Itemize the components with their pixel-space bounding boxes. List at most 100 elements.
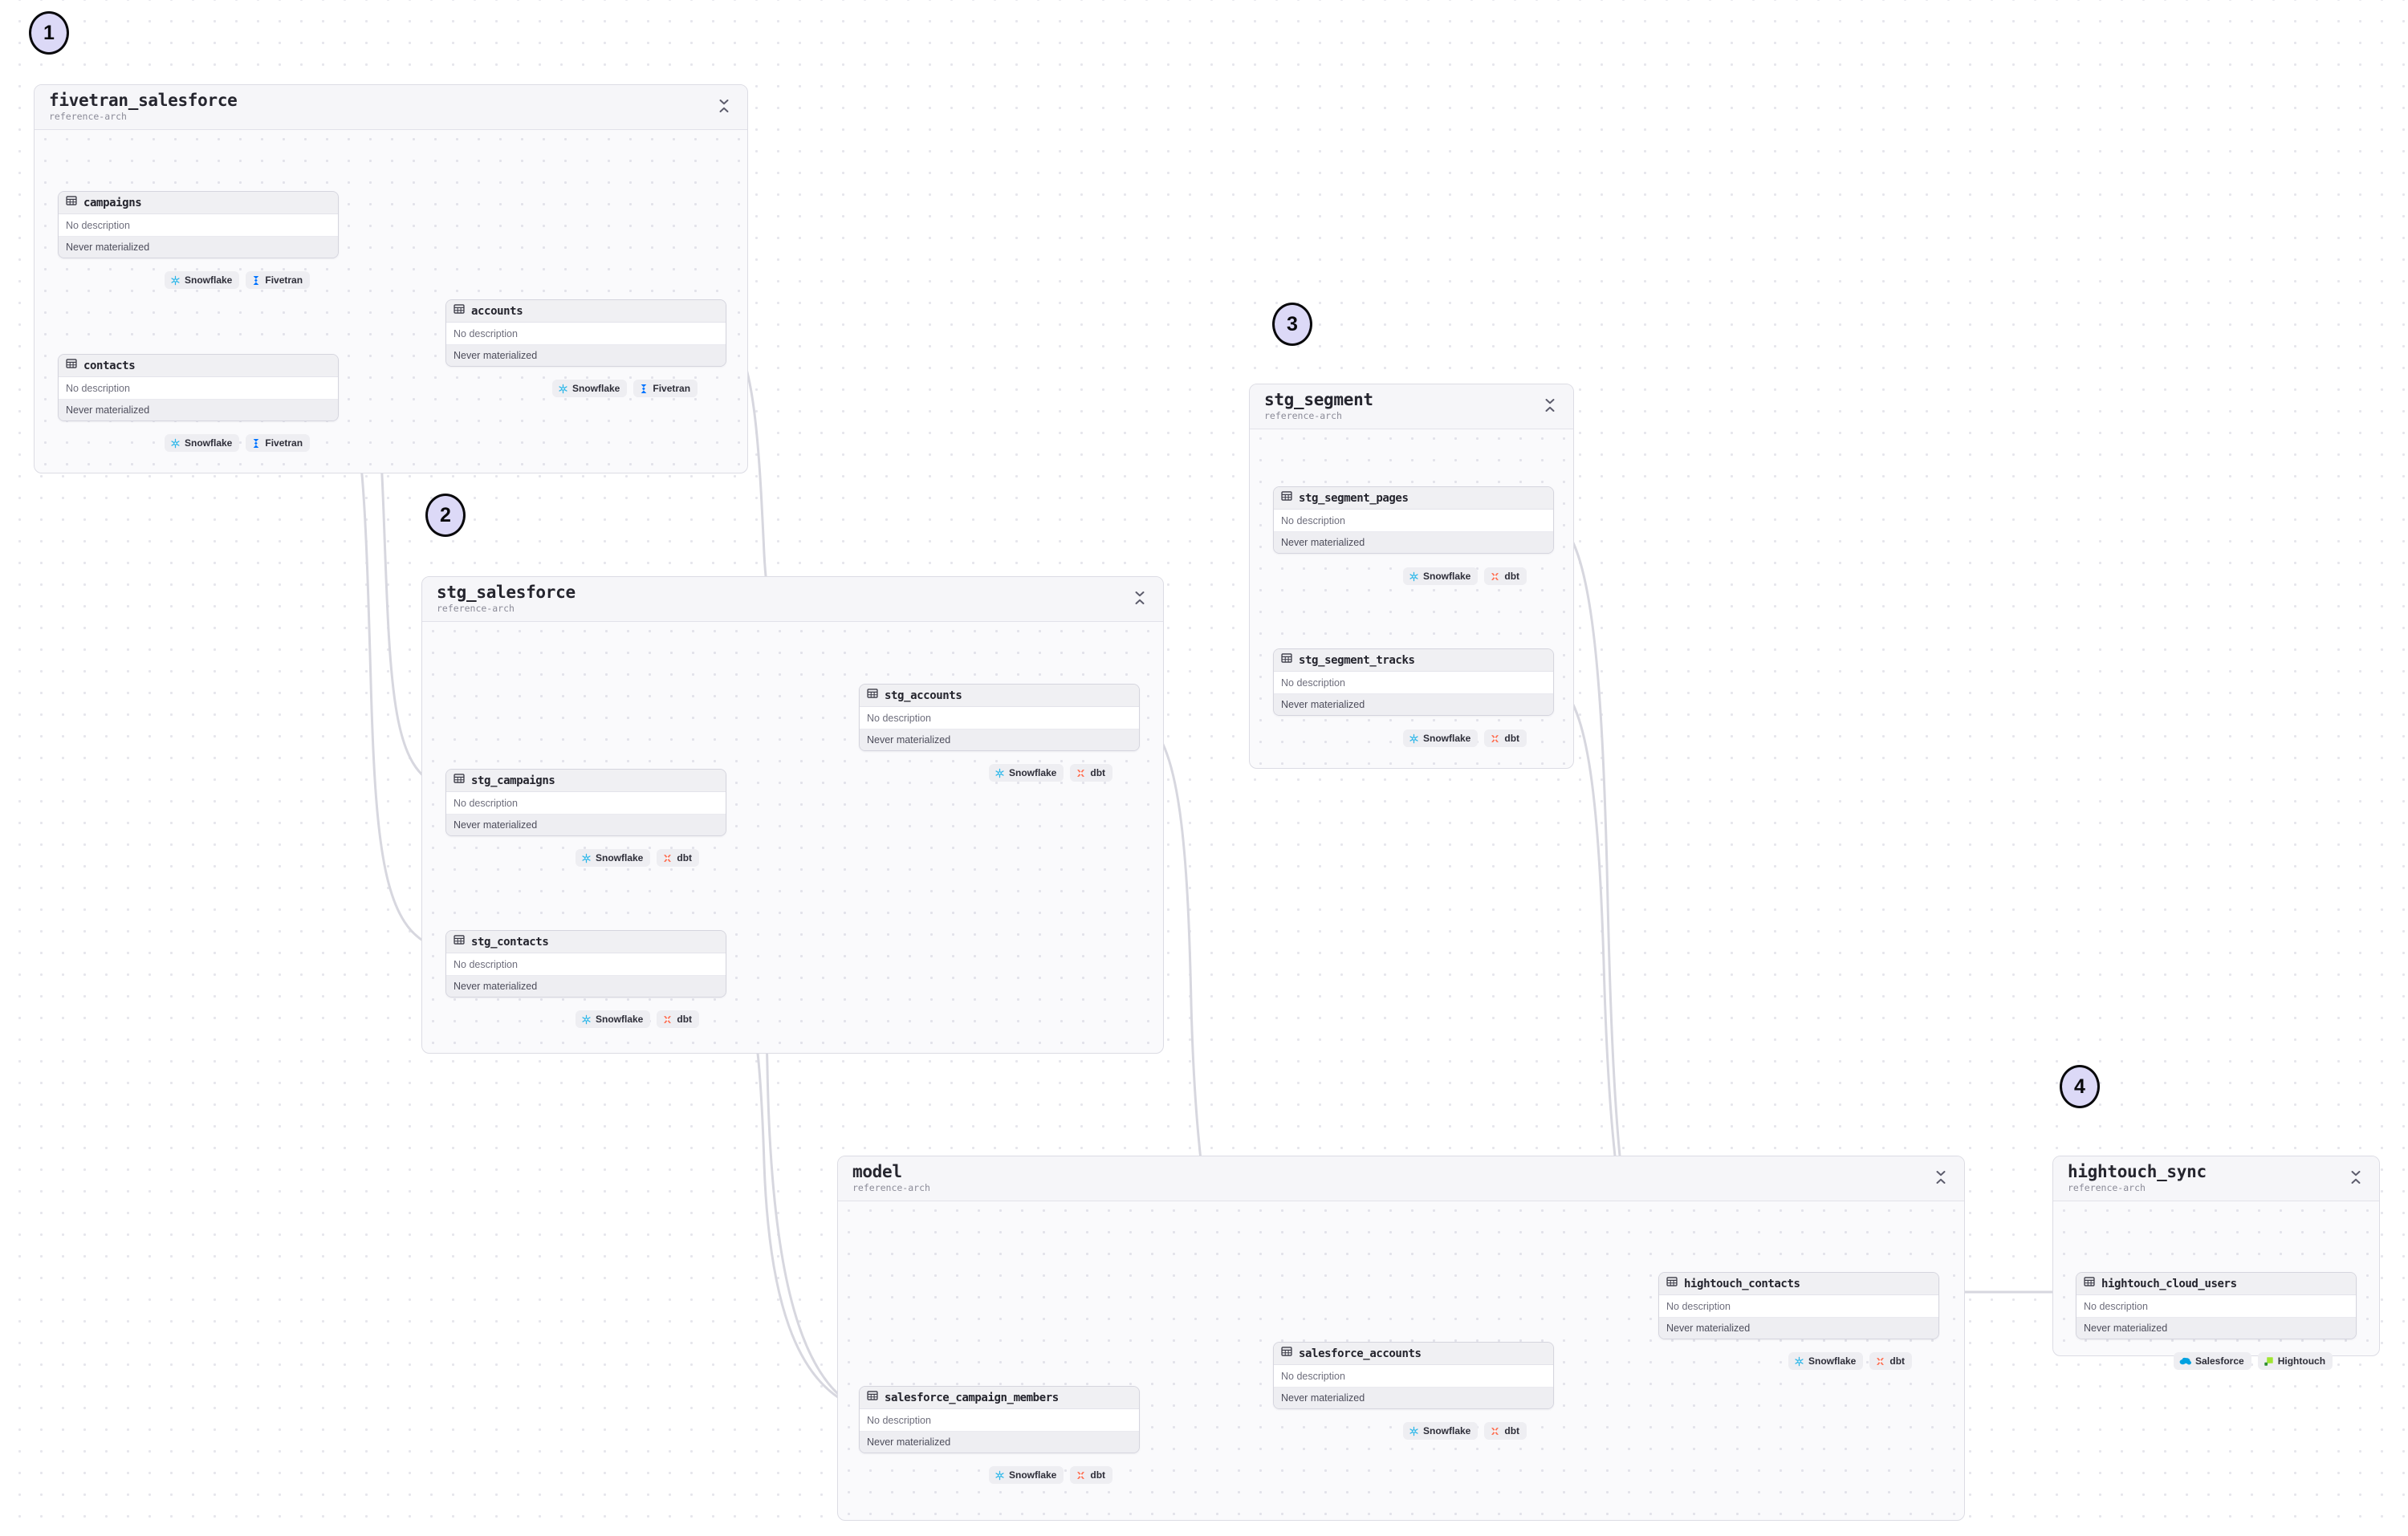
badge-snowflake[interactable]: Snowflake <box>576 849 651 867</box>
node-badges-stg_segment_tracks: Snowflake dbt <box>1403 729 1527 747</box>
snowflake-icon <box>995 1470 1005 1481</box>
table-icon <box>2084 1276 2095 1291</box>
badge-dbt[interactable]: dbt <box>1484 729 1527 747</box>
collapse-vertical-icon[interactable] <box>1541 395 1559 416</box>
node-badges-stg_contacts: Snowflake dbt <box>576 1010 700 1028</box>
node-description: No description <box>1274 672 1553 694</box>
snowflake-icon <box>170 275 181 286</box>
node-materialization: Never materialized <box>2076 1318 2356 1339</box>
table-icon <box>66 195 77 210</box>
node-description: No description <box>1659 1295 1938 1318</box>
table-icon <box>1281 1346 1292 1361</box>
node-header: hightouch_contacts <box>1659 1273 1938 1295</box>
dbt-icon <box>1076 768 1086 778</box>
snowflake-icon <box>995 768 1005 778</box>
badge-snowflake[interactable]: Snowflake <box>1403 729 1479 747</box>
badge-dbt[interactable]: dbt <box>657 1010 700 1028</box>
node-title: stg_contacts <box>471 935 549 949</box>
badge-label: Snowflake <box>596 1014 644 1025</box>
badge-snowflake[interactable]: Snowflake <box>552 380 628 397</box>
node-description: No description <box>1274 1365 1553 1388</box>
group-title: stg_segment <box>1264 390 1373 409</box>
badge-fivetran[interactable]: Fivetran <box>633 380 698 397</box>
badge-dbt[interactable]: dbt <box>1070 764 1113 782</box>
badge-snowflake[interactable]: Snowflake <box>1788 1352 1864 1370</box>
snowflake-icon <box>1409 571 1419 582</box>
dbt-icon <box>662 853 673 863</box>
table-icon <box>454 773 465 788</box>
table-icon <box>1281 490 1292 506</box>
badge-snowflake[interactable]: Snowflake <box>1403 567 1479 585</box>
badge-label: Snowflake <box>1808 1355 1857 1367</box>
node-title: hightouch_cloud_users <box>2101 1277 2237 1290</box>
table-icon <box>1666 1276 1678 1291</box>
badge-label: Fivetran <box>265 437 303 449</box>
badge-snowflake[interactable]: Snowflake <box>576 1010 651 1028</box>
node-materialization: Never materialized <box>446 815 726 835</box>
node-badges-salesforce_campaign_members: Snowflake dbt <box>989 1466 1113 1484</box>
node-title: accounts <box>471 304 523 318</box>
badge-label: Fivetran <box>653 383 691 394</box>
dbt-icon <box>1076 1470 1086 1481</box>
snowflake-icon <box>558 384 568 394</box>
node-title: stg_segment_tracks <box>1299 653 1415 667</box>
node-materialization: Never materialized <box>59 237 338 258</box>
badge-fivetran[interactable]: Fivetran <box>246 434 311 452</box>
table-icon <box>1281 652 1292 668</box>
step-marker-2: 2 <box>425 494 466 537</box>
dbt-icon <box>1875 1356 1885 1367</box>
badge-dbt[interactable]: dbt <box>657 849 700 867</box>
table-icon <box>867 688 878 703</box>
node-materialization: Never materialized <box>446 976 726 997</box>
badge-label: Hightouch <box>2277 1355 2326 1367</box>
collapse-vertical-icon[interactable] <box>715 95 733 116</box>
node-badges-campaigns: Snowflake Fivetran <box>165 271 311 289</box>
badge-dbt[interactable]: dbt <box>1484 1422 1527 1440</box>
badge-label: Snowflake <box>1009 1469 1057 1481</box>
node-badges-salesforce_accounts: Snowflake dbt <box>1403 1422 1527 1440</box>
snowflake-icon <box>1794 1356 1804 1367</box>
badge-snowflake[interactable]: Snowflake <box>989 764 1064 782</box>
node-header: stg_accounts <box>860 685 1139 707</box>
badge-snowflake[interactable]: Snowflake <box>165 271 240 289</box>
node-badges-accounts: Snowflake Fivetran <box>552 380 698 397</box>
badge-snowflake[interactable]: Snowflake <box>989 1466 1064 1484</box>
badge-snowflake[interactable]: Snowflake <box>1403 1422 1479 1440</box>
badge-hightouch[interactable]: Hightouch <box>2257 1352 2333 1370</box>
badge-dbt[interactable]: dbt <box>1484 567 1527 585</box>
collapse-vertical-icon[interactable] <box>2347 1167 2365 1188</box>
collapse-vertical-icon[interactable] <box>1131 587 1149 608</box>
dbt-icon <box>1490 733 1500 744</box>
badge-salesforce[interactable]: Salesforce <box>2174 1352 2251 1370</box>
step-marker-3: 3 <box>1272 303 1312 346</box>
badge-fivetran[interactable]: Fivetran <box>246 271 311 289</box>
badge-dbt[interactable]: dbt <box>1070 1466 1113 1484</box>
node-badges-stg_accounts: Snowflake dbt <box>989 764 1113 782</box>
node-badges-contacts: Snowflake Fivetran <box>165 434 311 452</box>
node-materialization: Never materialized <box>1274 694 1553 715</box>
collapse-vertical-icon[interactable] <box>1932 1167 1950 1188</box>
node-title: stg_accounts <box>885 689 962 702</box>
dbt-icon <box>1490 571 1500 582</box>
badge-dbt[interactable]: dbt <box>1869 1352 1913 1370</box>
badge-snowflake[interactable]: Snowflake <box>165 434 240 452</box>
